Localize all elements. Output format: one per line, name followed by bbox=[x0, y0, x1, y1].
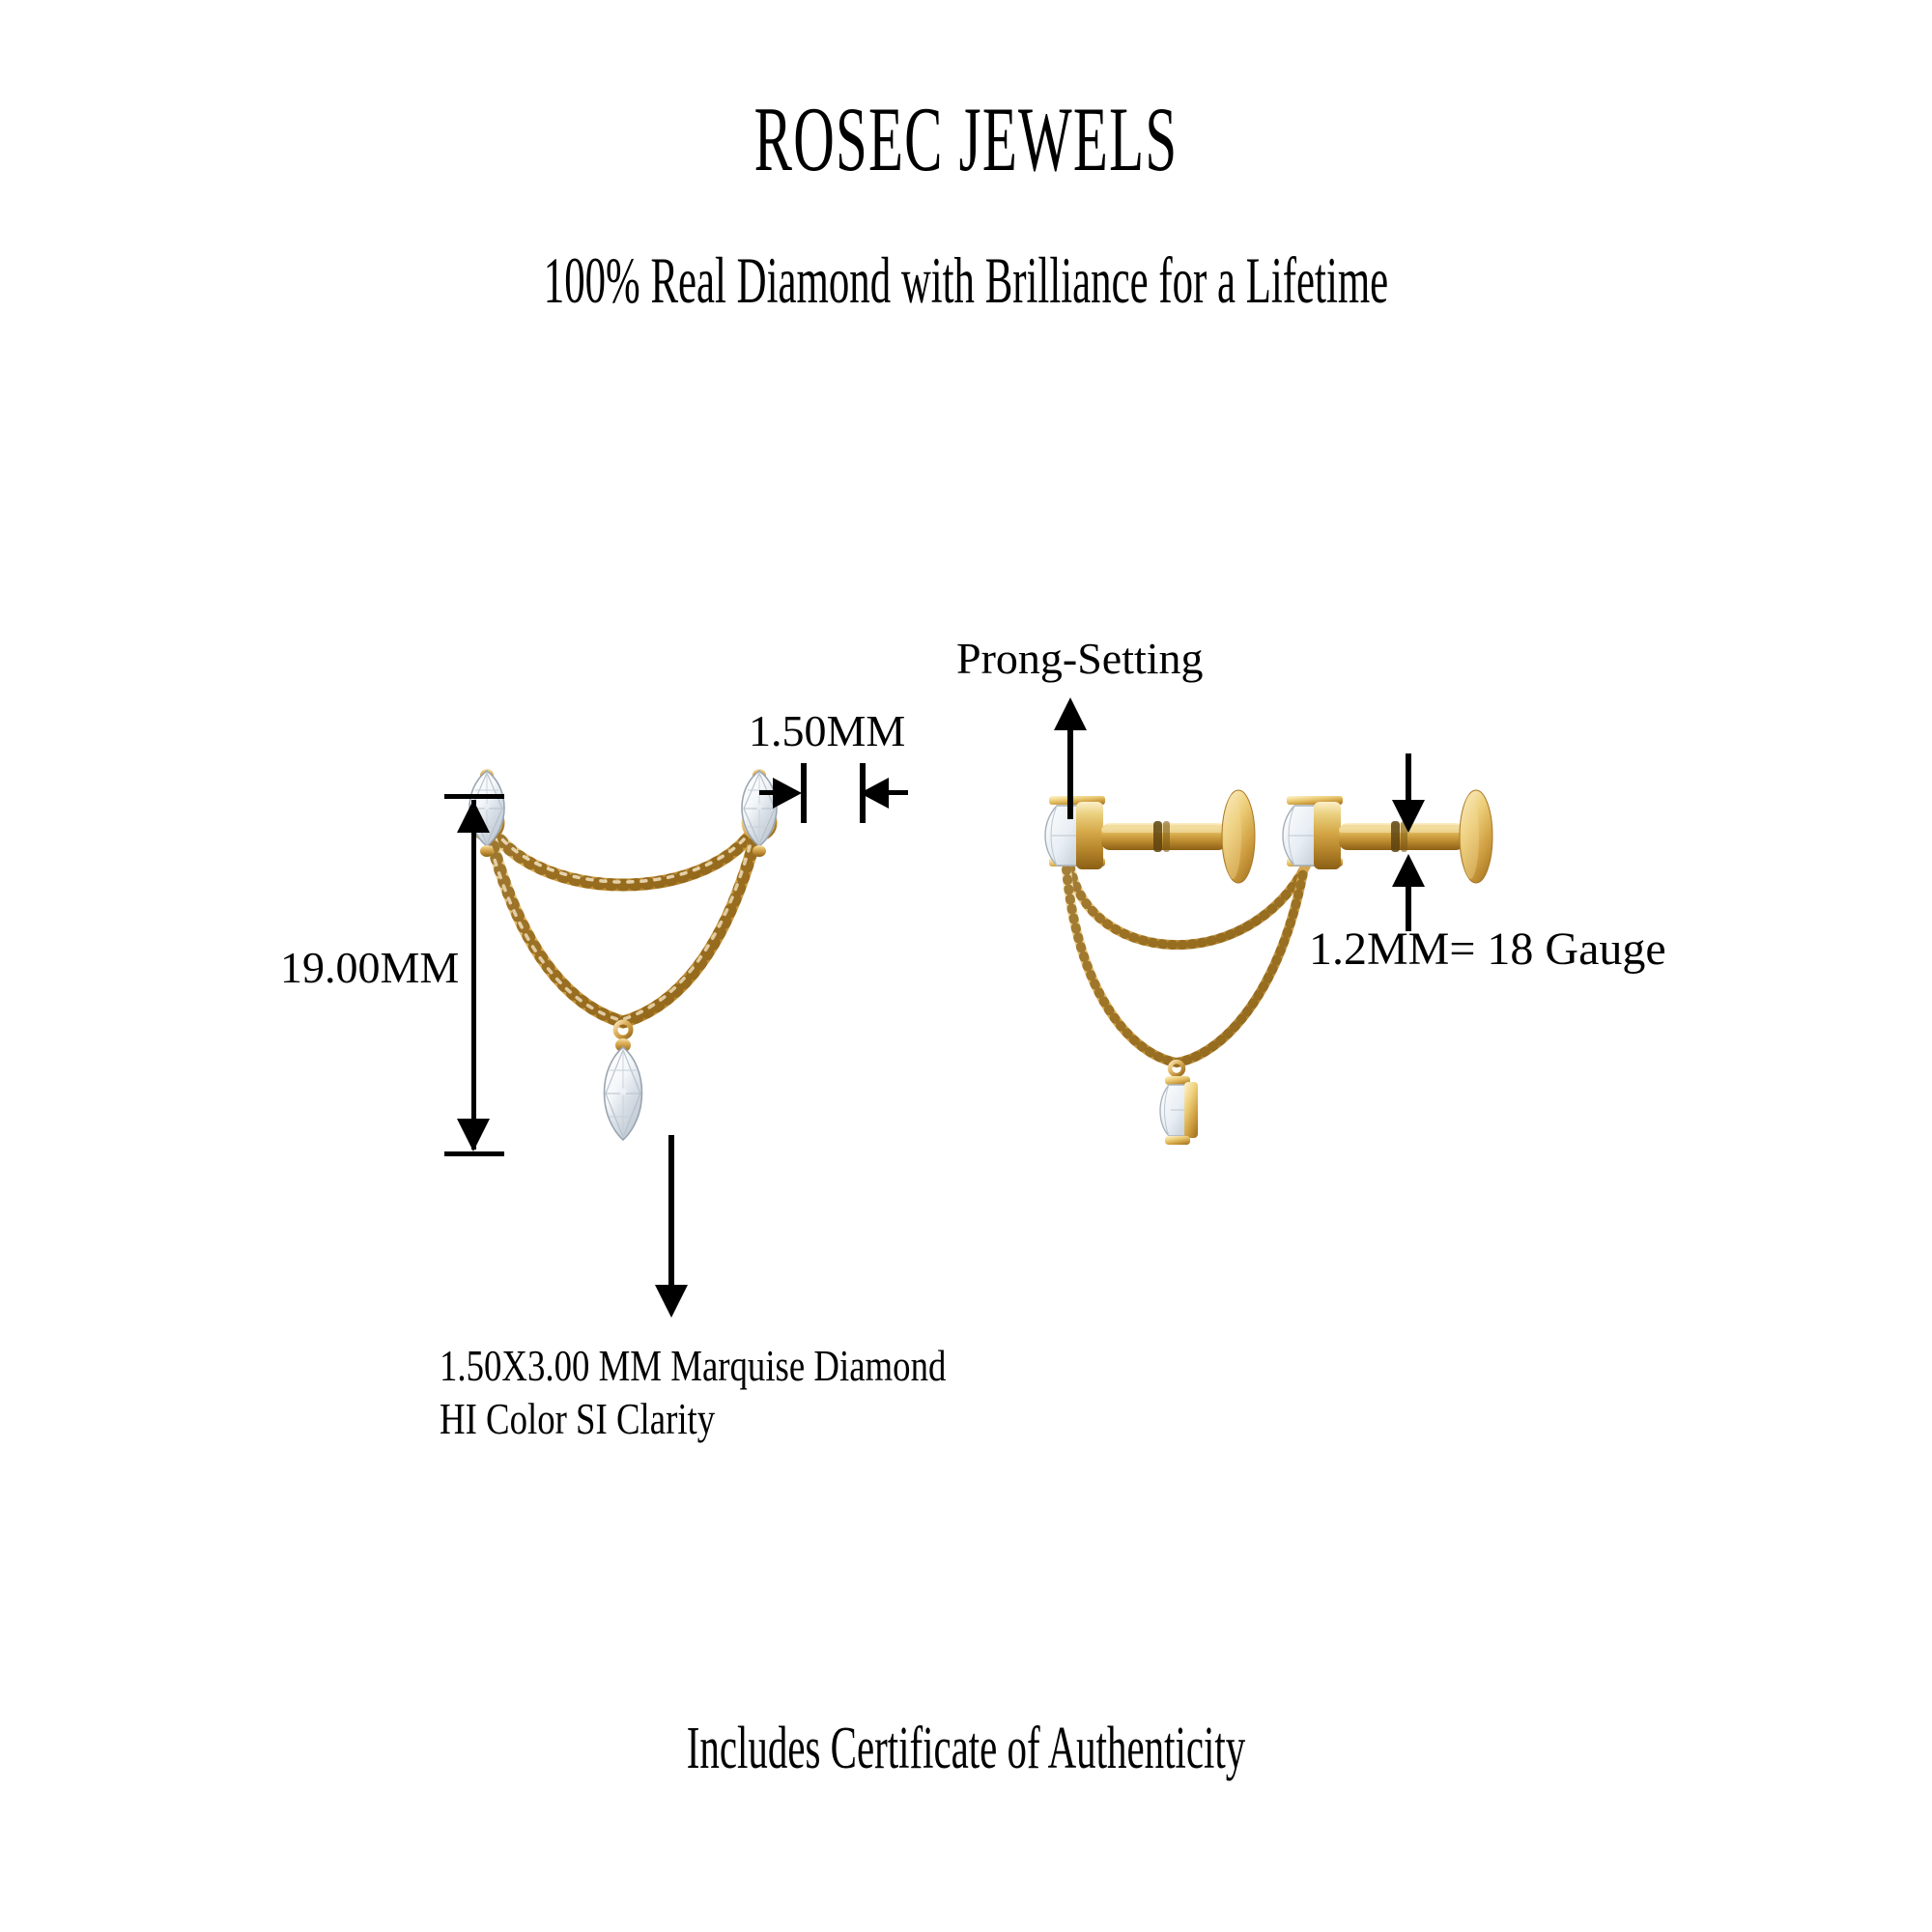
gauge-arrow-bottom-shaft bbox=[1406, 885, 1411, 931]
stone-width-arrow-right-head bbox=[860, 778, 889, 809]
chain-strand-lower bbox=[480, 816, 766, 1029]
gauge-arrow-top-head bbox=[1392, 800, 1425, 833]
marquise-diamond-pendant bbox=[603, 1019, 643, 1142]
stone-spec-line-2: HI Color SI Clarity bbox=[440, 1394, 716, 1443]
side-pendant-marquise bbox=[1159, 1059, 1198, 1145]
marquise-diamond-right bbox=[741, 769, 778, 857]
front-view-jewelry-illustration bbox=[469, 769, 778, 1142]
side-view-jewelry-illustration bbox=[1044, 789, 1493, 1145]
height-dimension-arrow-down bbox=[457, 1119, 490, 1151]
stone-spec-line-1: 1.50X3.00 MM Marquise Diamond bbox=[440, 1341, 947, 1390]
chain-strand-upper bbox=[480, 814, 766, 892]
gauge-label: 1.2MM= 18 Gauge bbox=[1309, 923, 1666, 975]
stone-width-arrow-right-shaft bbox=[889, 790, 908, 795]
gauge-arrow-bottom-head bbox=[1392, 854, 1425, 887]
prong-setting-leader-arrow bbox=[1054, 697, 1087, 730]
height-dimension-label: 19.00MM bbox=[280, 943, 460, 992]
page-subtitle: 100% Real Diamond with Brilliance for a … bbox=[543, 243, 1389, 317]
stone-width-arrow-left-shaft bbox=[759, 790, 779, 795]
page-title: ROSEC JEWELS bbox=[753, 88, 1179, 190]
certificate-note: Includes Certificate of Authenticity bbox=[686, 1716, 1246, 1781]
height-dimension-shaft bbox=[471, 800, 476, 1150]
prong-setting-leader-shaft bbox=[1067, 715, 1073, 819]
flat-back-labret-post-left bbox=[1044, 789, 1256, 884]
height-dimension-bottom-cap bbox=[444, 1151, 504, 1156]
stone-width-dimension-label: 1.50MM bbox=[749, 706, 906, 755]
prong-setting-label: Prong-Setting bbox=[956, 634, 1204, 683]
side-chain-upper bbox=[1065, 861, 1311, 950]
stone-spec-leader-shaft bbox=[668, 1135, 674, 1294]
stone-spec-leader-arrow bbox=[655, 1285, 688, 1318]
stone-width-arrow-left-head bbox=[773, 778, 802, 809]
gauge-arrow-top-shaft bbox=[1406, 753, 1411, 807]
height-dimension-top-cap bbox=[444, 794, 504, 799]
side-chain-lower bbox=[1062, 863, 1309, 1068]
stone-width-tick-left bbox=[801, 763, 807, 823]
flat-back-labret-post-right bbox=[1282, 789, 1493, 884]
height-dimension-arrow-up bbox=[457, 800, 490, 833]
